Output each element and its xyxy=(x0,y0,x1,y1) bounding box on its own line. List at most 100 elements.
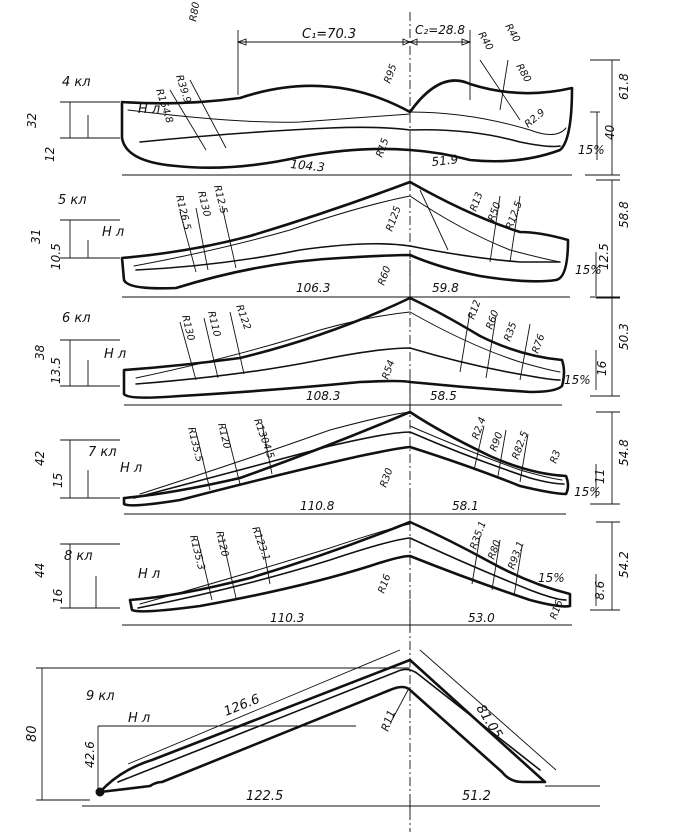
profile-5kl-radius-3: R125 xyxy=(384,205,403,233)
profile-9kl: 9 кл Н л 126.6 81.05 R11 122.5 51.2 80 4… xyxy=(25,649,600,812)
profile-7kl-radius-0: R135.5 xyxy=(185,426,204,463)
profile-8kl-radius-2: R123.1 xyxy=(249,525,272,562)
profile-8kl-nl-label: Н л xyxy=(138,567,160,582)
profile-9kl-bottom-right: 51.2 xyxy=(462,789,491,804)
profile-9kl-outline xyxy=(98,658,547,794)
profile-8kl-left-height-a: 44 xyxy=(33,563,47,578)
profile-6kl-nl-label: Н л xyxy=(104,347,126,362)
profile-8kl-bottom-right: 53.0 xyxy=(468,611,495,625)
profile-5kl-radius-2: R12.5 xyxy=(211,184,229,215)
profile-5kl-left-height-b: 10.5 xyxy=(49,243,63,270)
profile-5kl-pct: 15% xyxy=(575,263,602,277)
profile-4kl-bottom-left: 104.3 xyxy=(290,157,326,175)
profile-5kl-nl-label: Н л xyxy=(102,225,124,240)
profile-4kl-nl-label: Н л xyxy=(138,102,160,117)
profile-6kl-right-height: 16 xyxy=(595,360,609,376)
profile-7kl-left-height-b: 15 xyxy=(51,473,65,488)
profile-9kl-nl-label: Н л xyxy=(128,711,150,726)
profile-4kl-right-height: 40 xyxy=(603,124,617,140)
profile-4kl: 4 кл Н л 104.3 51.9 61.8 40 32 12 15% R1… xyxy=(25,1,631,182)
profile-5kl-class-label: 5 кл xyxy=(58,193,87,208)
profile-7kl-bottom-left: 110.8 xyxy=(300,499,335,513)
profile-5kl-outline xyxy=(120,180,570,290)
profile-8kl-radius-1: R120 xyxy=(213,530,230,558)
profile-8kl-right-height: 8.6 xyxy=(593,581,607,600)
profile-8kl-radius-3: R16 xyxy=(376,573,393,595)
profile-7kl-radius-7: R3 xyxy=(548,449,563,465)
profile-7kl-bottom-right: 58.1 xyxy=(452,499,479,513)
profile-4kl-class-label: 4 кл xyxy=(62,75,91,90)
profile-7kl-nl-label: Н л xyxy=(120,461,142,476)
profile-4kl-pct: 15% xyxy=(578,143,605,157)
profile-8kl-pct: 15% xyxy=(538,571,565,585)
dimension-c1: C₁=70.3 xyxy=(302,27,356,42)
profile-4kl-radius-3: R40 xyxy=(502,22,521,45)
profile-7kl-radius-6: R82.5 xyxy=(510,430,530,461)
profile-5kl-left-height-a: 31 xyxy=(29,229,43,244)
profile-5kl-radius-0: R126.5 xyxy=(173,194,192,231)
profile-6kl-radius-7: R76 xyxy=(530,333,547,355)
profile-8kl: 8 кл Н л 110.3 53.0 54.2 8.6 44 16 15% R… xyxy=(33,520,631,632)
profile-7kl-class-label: 7 кл xyxy=(88,445,117,460)
profile-8kl-radius-4: R35.1 xyxy=(468,520,488,551)
profile-9kl-slope-left: 126.6 xyxy=(222,692,262,720)
profile-5kl-radius-1: R130 xyxy=(195,190,212,218)
profile-8kl-outline xyxy=(128,520,572,613)
profile-4kl-radius-5: R95 xyxy=(382,63,399,85)
profile-5kl-height: 58.8 xyxy=(617,201,631,228)
profile-6kl-outline xyxy=(122,296,566,399)
profile-6kl-pct: 15% xyxy=(564,373,591,387)
profile-6kl-bottom-right: 58.5 xyxy=(430,389,457,403)
profile-4kl-radius-4: R80 xyxy=(513,62,532,85)
profile-9kl-bottom-left: 122.5 xyxy=(246,789,283,804)
profile-6kl-radius-4: R12 xyxy=(466,299,483,321)
profile-6kl-radius-2: R122 xyxy=(233,303,252,331)
profile-6kl-left-height-a: 38 xyxy=(33,344,47,360)
profile-9kl-height: 80 xyxy=(25,725,40,742)
profile-7kl-radius-3: R30 xyxy=(378,467,395,489)
profile-5kl-radius-5: R50 xyxy=(486,201,503,223)
profile-8kl-left-height-b: 16 xyxy=(51,588,65,604)
profile-7kl-height: 54.8 xyxy=(617,439,631,466)
profile-5kl-radius-7: R60 xyxy=(376,265,393,287)
profile-6kl-radius-3: R54 xyxy=(380,359,397,381)
profile-4kl-radius-2: R40 xyxy=(475,30,494,53)
profile-8kl-radius-5: R80 xyxy=(486,539,503,561)
profile-9kl-left-height-b: 42.6 xyxy=(83,741,97,768)
profile-7kl: 7 кл Н л 110.8 58.1 54.8 11 42 15 15% R1… xyxy=(33,410,631,522)
profile-4kl-outline xyxy=(120,79,574,169)
profile-4kl-left-height-a: 32 xyxy=(25,113,39,128)
dimension-c2: C₂=28.8 xyxy=(415,23,465,37)
profile-6kl-height: 50.3 xyxy=(617,323,631,350)
profile-7kl-radius-1: R120 xyxy=(215,422,232,450)
profile-5kl-bottom-right: 59.8 xyxy=(432,281,459,295)
profile-5kl-right-height: 12.5 xyxy=(597,243,611,270)
profile-5kl-bottom-left: 106.3 xyxy=(296,281,330,295)
profile-4kl-radius-8: R80 xyxy=(188,1,202,22)
profile-5kl-radius-6: R12.5 xyxy=(504,200,524,231)
profile-4kl-radius-7: R2.9 xyxy=(523,107,548,130)
profile-7kl-radius-2: R1304.5 xyxy=(251,417,276,460)
profile-9kl-class-label: 9 кл xyxy=(86,689,115,704)
profile-8kl-class-label: 8 кл xyxy=(64,549,93,564)
profile-6kl-bottom-left: 108.3 xyxy=(306,389,340,403)
profile-7kl-right-height: 11 xyxy=(593,469,607,484)
profile-4kl-height: 61.8 xyxy=(617,73,631,100)
profile-8kl-height: 54.2 xyxy=(617,551,631,578)
profile-7kl-radius-4: R2.4 xyxy=(470,416,488,441)
profile-4kl-bottom-right: 51.9 xyxy=(431,152,459,169)
profile-6kl-radius-6: R35 xyxy=(502,321,519,343)
profile-8kl-radius-0: R135.3 xyxy=(187,534,206,571)
profile-8kl-bottom-left: 110.3 xyxy=(270,611,304,625)
profile-6kl: 6 кл Н л 108.3 58.5 50.3 16 38 13.5 15% … xyxy=(33,296,631,414)
profile-6kl-class-label: 6 кл xyxy=(62,311,91,326)
profile-5kl-radius-4: R13 xyxy=(468,191,485,213)
profile-7kl-pct: 15% xyxy=(574,485,601,499)
profile-6kl-left-height-b: 13.5 xyxy=(49,357,63,384)
profile-8kl-radius-7: R16 xyxy=(548,599,565,621)
profile-4kl-left-height-b: 12 xyxy=(43,147,57,162)
profile-7kl-left-height-a: 42 xyxy=(33,451,47,466)
profile-5kl: 5 кл Н л 106.3 59.8 58.8 12.5 31 10.5 15… xyxy=(29,179,631,302)
profile-8kl-radius-6: R93.1 xyxy=(506,540,526,571)
